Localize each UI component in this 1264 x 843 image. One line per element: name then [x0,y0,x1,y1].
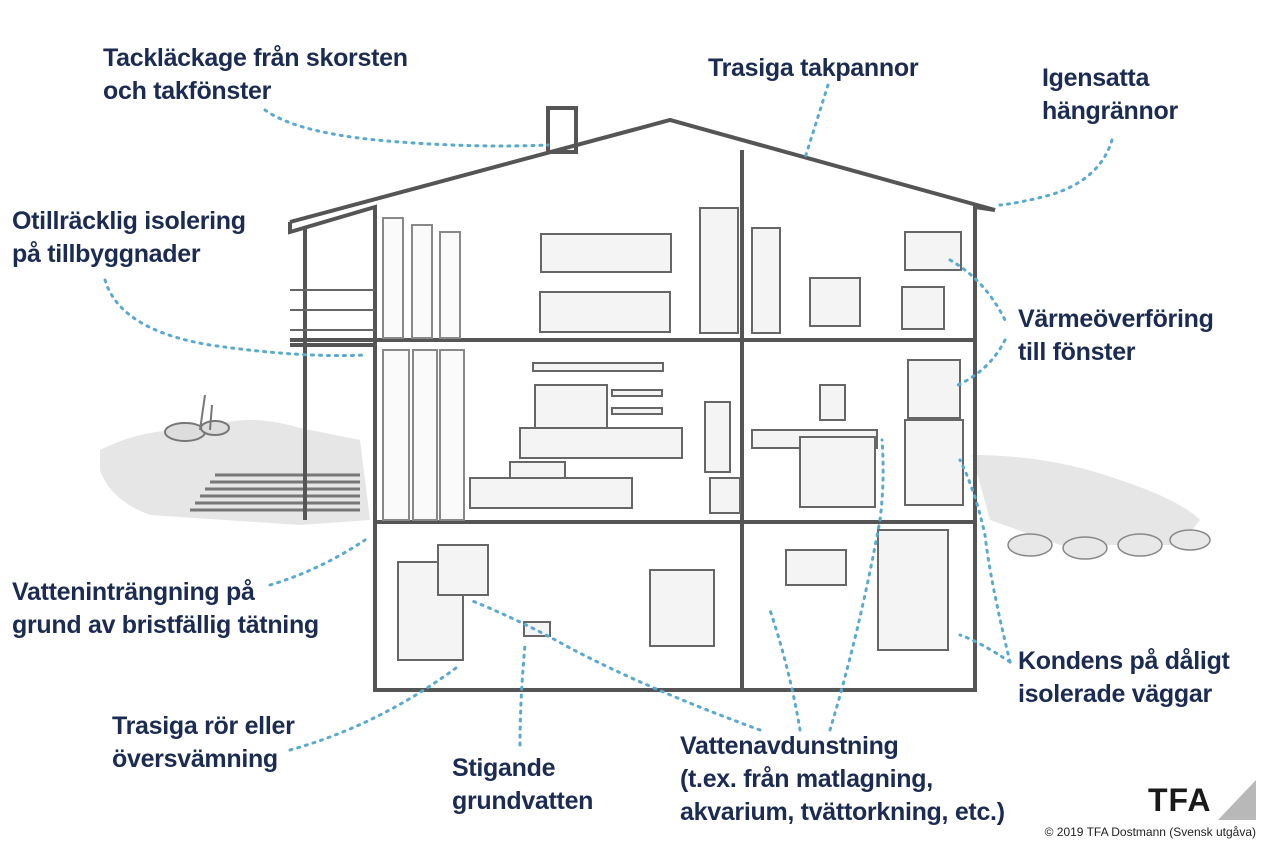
label-gutters-line-2: hängrännor [1042,97,1178,125]
house-structure [288,106,996,692]
label-roof-leak: Tackläckage från skorsten och takfönster [103,42,408,108]
stepping-stones [1007,529,1211,560]
label-condensation-line-2: isolerade väggar [1018,680,1212,708]
tfa-logo-triangle-icon [1218,780,1256,820]
deck [190,473,360,512]
label-roof-leak-line-2: och takfönster [103,77,272,105]
label-gutters-line-1: Igensatta [1042,64,1150,92]
label-condensation: Kondens på dåligt isolerade väggar [1018,645,1230,711]
label-insulation-line-2: på tillbyggnader [12,240,201,268]
label-pipes-line-2: översvämning [112,745,278,773]
label-insulation: Otillräcklig isolering på tillbyggnader [12,205,246,271]
copyright-notice: © 2019 TFA Dostmann (Svensk utgåva) [1044,825,1256,839]
label-roof-leak-line-1: Tackläckage från skorsten [103,44,408,72]
label-insulation-line-1: Otillräcklig isolering [12,207,246,235]
tfa-logo: TFA [1148,780,1256,820]
label-broken-tiles: Trasiga takpannor [708,52,919,85]
label-water-seal-line-1: Vatteninträngning på [12,578,255,606]
label-water-seal-line-2: grund av bristfällig tätning [12,611,319,639]
label-window-heat-line-2: till fönster [1018,338,1136,366]
label-evaporation-line-3: akvarium, tvättorkning, etc.) [680,798,1005,826]
railing [290,289,375,331]
tfa-logo-text: TFA [1148,782,1212,818]
label-window-heat-line-1: Värmeöverföring [1018,305,1214,333]
furniture [397,207,964,661]
label-groundwater-line-2: grundvatten [452,787,594,815]
label-groundwater: Stigande grundvatten [452,752,593,818]
label-water-seal: Vatteninträngning på grund av bristfälli… [12,576,319,642]
label-pipes-line-1: Trasiga rör eller [112,712,295,740]
label-evaporation: Vattenavdunstning (t.ex. från matlagning… [680,730,1005,829]
garden-plants [164,394,230,442]
label-groundwater-line-1: Stigande [452,754,556,782]
label-evaporation-line-1: Vattenavdunstning [680,732,899,760]
ground-right [972,455,1200,545]
label-pipes: Trasiga rör eller översvämning [112,710,295,776]
label-broken-tiles-line-1: Trasiga takpannor [708,54,919,82]
connector-lines [103,83,1114,752]
ground-left [100,419,370,525]
glass-doors [382,217,465,521]
label-condensation-line-1: Kondens på dåligt [1018,647,1230,675]
label-window-heat: Värmeöverföring till fönster [1018,303,1214,369]
label-gutters: Igensatta hängrännor [1042,62,1178,128]
label-evaporation-line-2: (t.ex. från matlagning, [680,765,933,793]
